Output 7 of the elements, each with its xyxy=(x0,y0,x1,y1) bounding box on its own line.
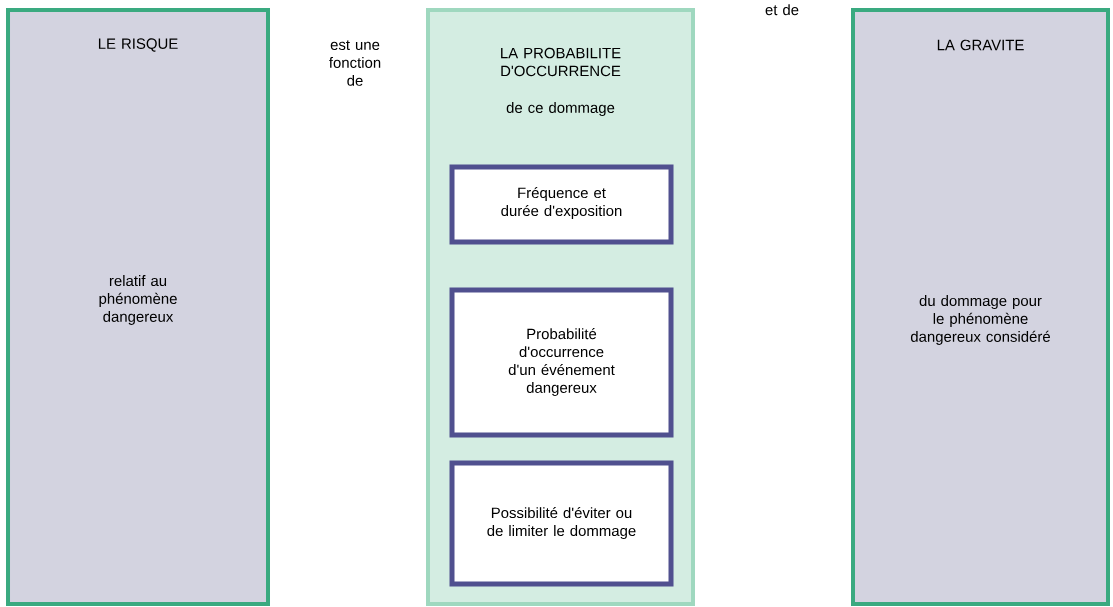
connecting-phrase: et de xyxy=(765,4,799,16)
risk-panel: LE RISQUE relatif au phénomène dangereux xyxy=(6,8,270,606)
factor-box: Possibilité d'éviter ou de limiter le dommage xyxy=(449,460,674,587)
factor-box: Fréquence et durée d'exposition xyxy=(449,164,674,245)
connecting-phrase: est une fonction de xyxy=(329,40,381,86)
factor-box: Probabilité d'occurrence d'un événement dangereux xyxy=(449,287,674,438)
severity-panel: LA GRAVITE du dommage pour le phénomène dangereux considéré xyxy=(851,8,1110,606)
